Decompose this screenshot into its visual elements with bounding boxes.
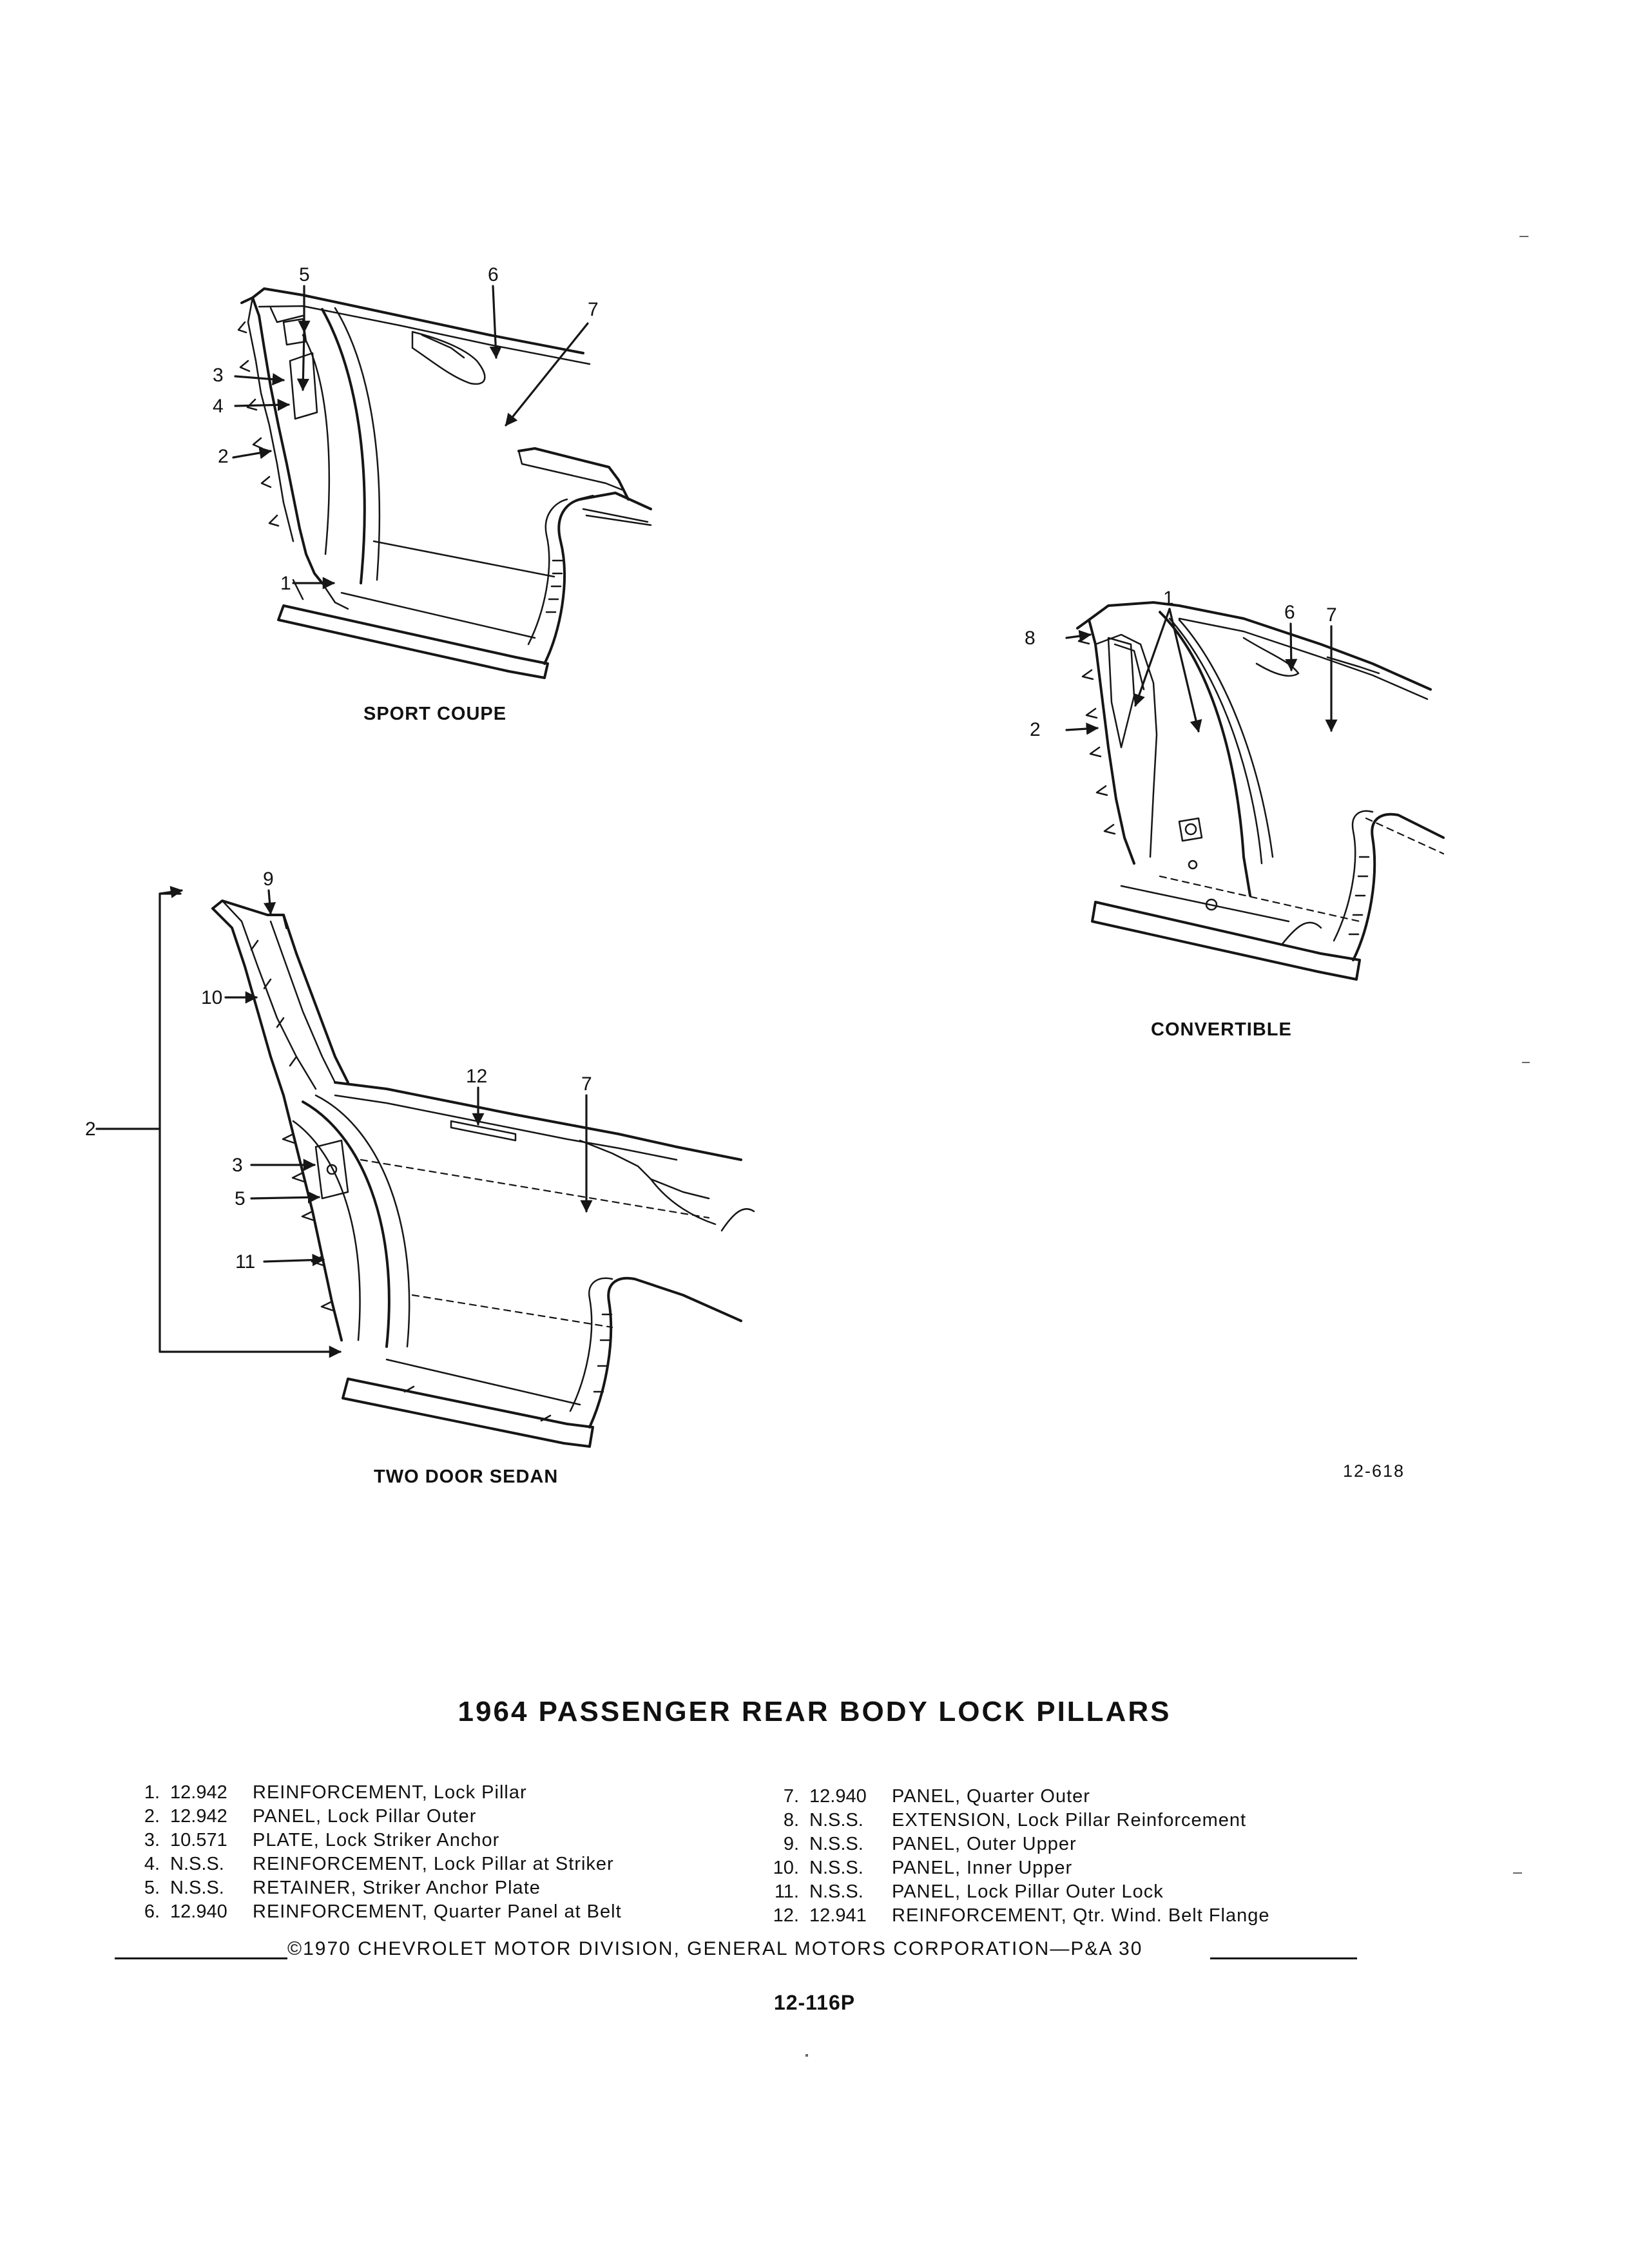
callout-7: 7	[588, 299, 599, 320]
callout-11: 11	[235, 1251, 255, 1273]
two-door-sedan-caption: TWO DOOR SEDAN	[374, 1466, 559, 1487]
part-index: 6.	[144, 1901, 160, 1922]
part-number: N.S.S.	[170, 1854, 224, 1874]
part-index: 10.	[773, 1858, 799, 1878]
part-description: PANEL, Outer Upper	[892, 1834, 1077, 1854]
part-number: N.S.S.	[809, 1881, 863, 1902]
scan-speck	[1522, 1062, 1530, 1063]
part-description: REINFORCEMENT, Lock Pillar at Striker	[253, 1854, 614, 1874]
part-row: 8. N.S.S. EXTENSION, Lock Pillar Reinfor…	[759, 1809, 1270, 1832]
part-description: EXTENSION, Lock Pillar Reinforcement	[892, 1810, 1247, 1831]
part-row: 6. 12.940 REINFORCEMENT, Quarter Panel a…	[129, 1900, 622, 1924]
part-number: N.S.S.	[170, 1878, 224, 1898]
part-description: PANEL, Lock Pillar Outer Lock	[892, 1881, 1164, 1902]
part-number: 12.942	[170, 1782, 227, 1803]
callout-5: 5	[235, 1188, 246, 1209]
page-title: 1964 PASSENGER REAR BODY LOCK PILLARS	[458, 1696, 1171, 1727]
part-row: 11. N.S.S. PANEL, Lock Pillar Outer Lock	[759, 1880, 1270, 1904]
part-row: 5. N.S.S. RETAINER, Striker Anchor Plate	[129, 1876, 622, 1900]
callout-2: 2	[1030, 719, 1041, 740]
part-index: 5.	[144, 1878, 160, 1898]
page-number: 12-116P	[773, 1991, 856, 2014]
copyright-text: ©1970 CHEVROLET MOTOR DIVISION, GENERAL …	[287, 1938, 1143, 1960]
part-index: 1.	[144, 1782, 160, 1803]
rule-left	[115, 1957, 289, 1959]
sport-coupe-caption: SPORT COUPE	[363, 704, 507, 724]
sport-coupe-drawing: 5 6 7 3 4 2 1	[213, 264, 652, 679]
parts-list-left: 1. 12.942 REINFORCEMENT, Lock Pillar 2. …	[129, 1781, 622, 1924]
part-description: PLATE, Lock Striker Anchor	[253, 1830, 500, 1850]
part-index: 12.	[773, 1905, 799, 1926]
scan-speck	[1513, 1872, 1522, 1874]
convertible-drawing: 1 6 7 8 2	[1025, 588, 1445, 981]
callout-7: 7	[581, 1073, 592, 1095]
callout-6: 6	[1284, 602, 1295, 623]
callout-3: 3	[213, 365, 224, 386]
part-number: 12.940	[809, 1786, 867, 1807]
callout-12: 12	[466, 1066, 487, 1087]
part-description: REINFORCEMENT, Lock Pillar	[253, 1782, 527, 1803]
callout-5: 5	[299, 264, 310, 285]
part-description: REINFORCEMENT, Quarter Panel at Belt	[253, 1901, 622, 1922]
scan-speck	[805, 2054, 808, 2057]
part-number: 12.940	[170, 1901, 227, 1922]
callout-8: 8	[1025, 628, 1036, 649]
part-index: 2.	[144, 1806, 160, 1827]
part-index: 3.	[144, 1830, 160, 1850]
figure-number: 12-618	[1343, 1461, 1405, 1481]
part-number: 12.941	[809, 1905, 867, 1926]
part-index: 9.	[783, 1834, 799, 1854]
part-row: 4. N.S.S. REINFORCEMENT, Lock Pillar at …	[129, 1852, 622, 1876]
callout-9: 9	[263, 869, 274, 890]
part-row: 2. 12.942 PANEL, Lock Pillar Outer	[129, 1805, 622, 1829]
callout-2: 2	[85, 1119, 96, 1140]
part-row: 10. N.S.S. PANEL, Inner Upper	[759, 1856, 1270, 1880]
callout-4: 4	[213, 396, 224, 417]
callout-2: 2	[218, 446, 229, 467]
callout-10: 10	[201, 987, 222, 1008]
part-index: 8.	[783, 1810, 799, 1831]
callout-6: 6	[488, 264, 499, 285]
part-row: 7. 12.940 PANEL, Quarter Outer	[759, 1785, 1270, 1809]
part-index: 7.	[783, 1786, 799, 1807]
scan-speck	[1519, 236, 1528, 237]
part-index: 4.	[144, 1854, 160, 1874]
part-row: 12. 12.941 REINFORCEMENT, Qtr. Wind. Bel…	[759, 1904, 1270, 1928]
callout-7: 7	[1326, 604, 1337, 626]
callout-1: 1	[1163, 588, 1174, 609]
part-description: REINFORCEMENT, Qtr. Wind. Belt Flange	[892, 1905, 1270, 1926]
part-row: 3. 10.571 PLATE, Lock Striker Anchor	[129, 1829, 622, 1852]
part-description: PANEL, Lock Pillar Outer	[253, 1806, 477, 1827]
part-number: 12.942	[170, 1806, 227, 1827]
part-index: 11.	[774, 1881, 799, 1902]
two-door-sedan-drawing: 9 10 12 7 2 3 5 11	[85, 869, 755, 1448]
part-number: N.S.S.	[809, 1834, 863, 1854]
convertible-caption: CONVERTIBLE	[1151, 1019, 1292, 1040]
parts-list-right: 7. 12.940 PANEL, Quarter Outer 8. N.S.S.…	[759, 1785, 1270, 1928]
callout-3: 3	[232, 1155, 243, 1176]
part-number: N.S.S.	[809, 1858, 863, 1878]
part-description: PANEL, Quarter Outer	[892, 1786, 1090, 1807]
part-description: RETAINER, Striker Anchor Plate	[253, 1878, 541, 1898]
copyright-line: ©1970 CHEVROLET MOTOR DIVISION, GENERAL …	[115, 1938, 1357, 1964]
part-number: 10.571	[170, 1830, 227, 1850]
rule-right	[1210, 1957, 1357, 1959]
part-description: PANEL, Inner Upper	[892, 1858, 1073, 1878]
part-number: N.S.S.	[809, 1810, 863, 1831]
part-row: 1. 12.942 REINFORCEMENT, Lock Pillar	[129, 1781, 622, 1805]
callout-1: 1	[280, 573, 291, 594]
part-row: 9. N.S.S. PANEL, Outer Upper	[759, 1832, 1270, 1856]
